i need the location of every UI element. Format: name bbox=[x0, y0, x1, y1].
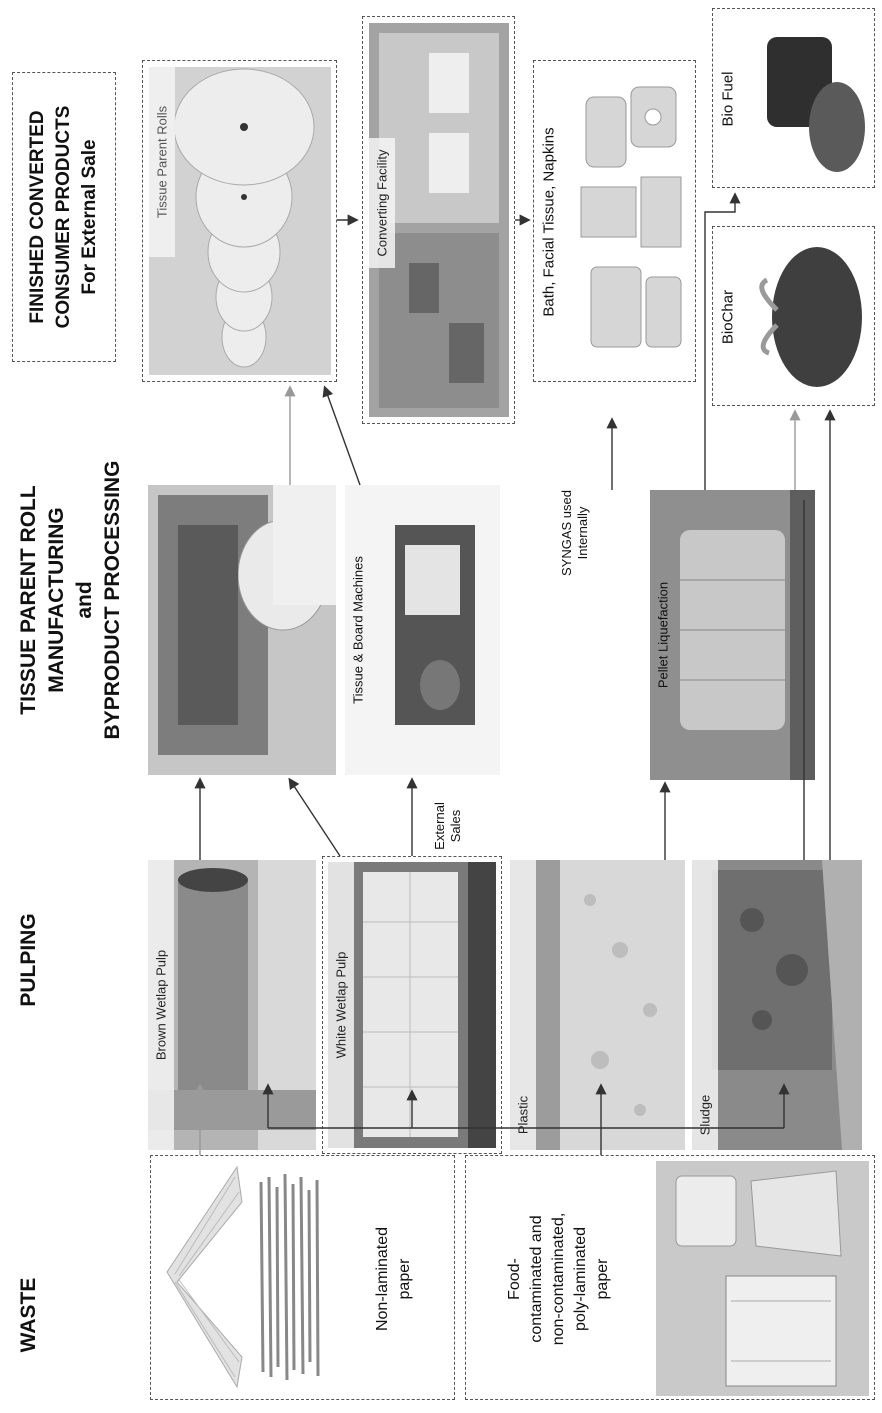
arrow-boards-to-rolls bbox=[325, 388, 360, 485]
arrow-to-biofuel bbox=[705, 195, 735, 490]
arrow-white-to-machine bbox=[290, 780, 340, 856]
